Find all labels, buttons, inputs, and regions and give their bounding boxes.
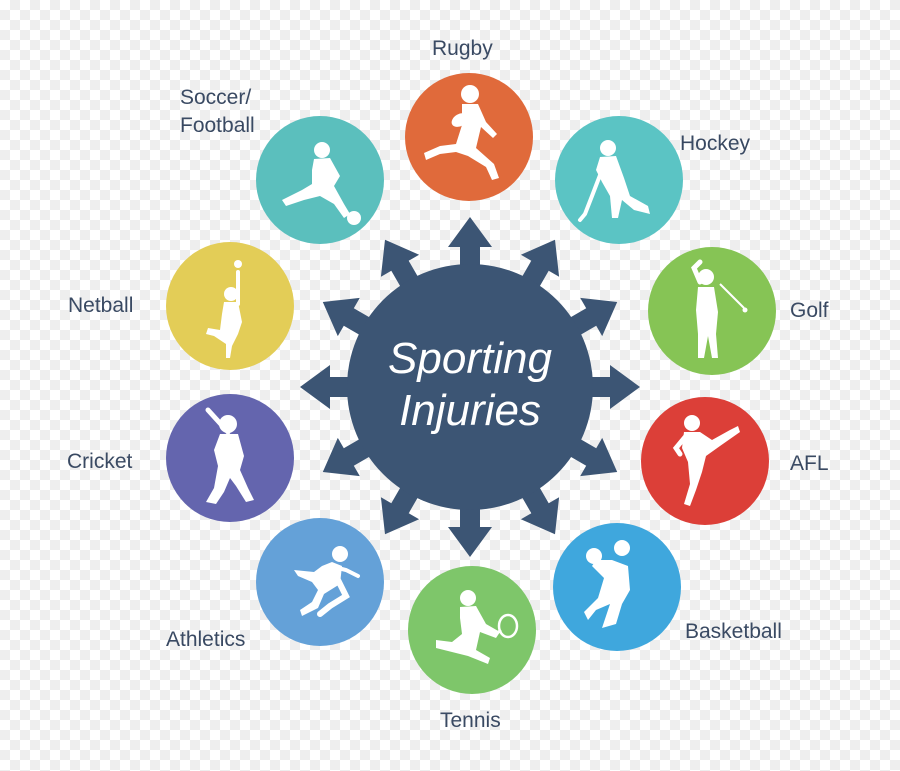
soccer-player-icon xyxy=(282,142,361,225)
label-athletics: Athletics xyxy=(166,628,246,651)
label-rugby: Rugby xyxy=(432,37,493,60)
netball-player-icon xyxy=(206,260,242,358)
label-tennis: Tennis xyxy=(440,709,501,732)
rugby-player-icon xyxy=(424,85,499,180)
label-netball: Netball xyxy=(68,294,134,317)
label-basketball: Basketball xyxy=(685,620,782,643)
sprinter-icon xyxy=(294,546,360,617)
label-cricket: Cricket xyxy=(67,450,133,473)
center-title-line1: Sporting xyxy=(388,334,552,383)
tennis-player-icon xyxy=(436,590,519,664)
label-afl: AFL xyxy=(790,452,829,475)
hockey-player-icon xyxy=(578,140,650,222)
golfer-icon xyxy=(691,259,748,358)
center-hub xyxy=(347,264,593,510)
label-golf: Golf xyxy=(790,299,829,322)
afl-kicker-icon xyxy=(672,415,740,506)
center-title-line2: Injuries xyxy=(399,386,541,435)
afl-circle xyxy=(641,397,769,525)
arrow-6 xyxy=(448,497,492,557)
cricket-batsman-icon xyxy=(205,407,254,504)
label-soccer-football: Soccer/ Football xyxy=(180,86,255,137)
arrow-0 xyxy=(448,217,492,277)
arrow-3 xyxy=(580,365,640,409)
basketball-player-icon xyxy=(584,540,630,628)
arrow-9 xyxy=(300,365,360,409)
label-hockey: Hockey xyxy=(680,132,751,155)
